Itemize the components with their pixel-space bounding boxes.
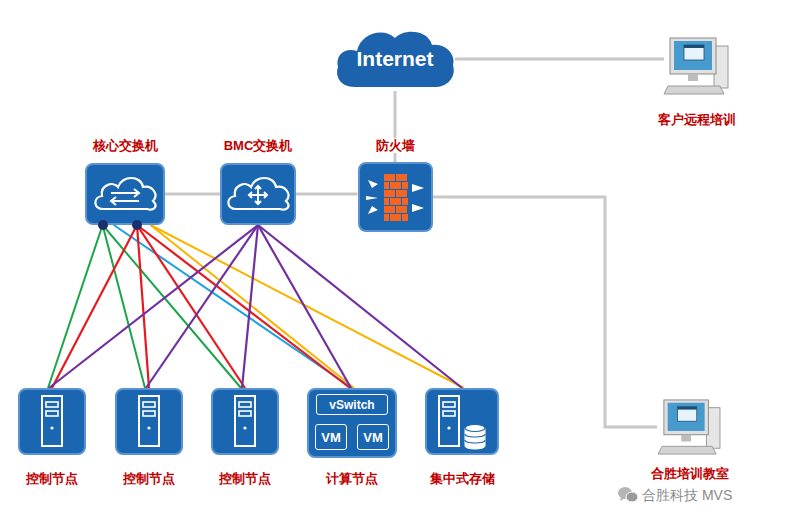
node-label: 控制节点 <box>24 471 80 486</box>
firewall: 防火墙 <box>358 136 433 232</box>
node-label: 集中式存储 <box>428 471 497 486</box>
node-text: Internet <box>356 47 433 71</box>
control-node: 控制节点 <box>211 388 279 487</box>
vm-box: VM <box>315 424 347 450</box>
node-label: 防火墙 <box>374 138 417 153</box>
training-pc: 合胜培训教室 <box>649 398 731 482</box>
control-node: 控制节点 <box>115 388 183 487</box>
core-switch: 核心交换机 <box>85 136 165 225</box>
network-link <box>165 193 220 196</box>
network-link <box>49 225 258 388</box>
network-link <box>242 225 258 388</box>
network-link <box>296 193 358 196</box>
training-pc-shape <box>664 36 730 96</box>
bmc-switch: BMC交换机 <box>220 136 296 225</box>
node-label: 客户远程培训 <box>656 112 738 127</box>
watermark: 合胜科技 MVS <box>640 486 734 504</box>
node-text: vSwitch <box>329 398 374 412</box>
control-node: 控制节点 <box>18 388 86 487</box>
internet-cloud-shape: Internet <box>335 27 455 91</box>
vswitch-box: vSwitch <box>316 394 388 415</box>
node-label: 核心交换机 <box>91 138 160 153</box>
network-link <box>258 225 462 388</box>
node-label: 计算节点 <box>324 471 380 486</box>
network-link <box>137 225 350 388</box>
node-label: 控制节点 <box>217 471 273 486</box>
network-link <box>151 225 464 388</box>
storage-node-shape <box>425 388 499 455</box>
network-link <box>146 225 258 388</box>
node-label: BMC交换机 <box>222 138 295 153</box>
control-node-shape <box>18 388 86 455</box>
network-link <box>151 225 354 388</box>
network-link <box>52 225 137 388</box>
node-text: VM <box>363 430 383 445</box>
compute-node: vSwitchVM VM 计算节点 <box>307 388 397 487</box>
node-text: VM <box>321 430 341 445</box>
training-pc: 客户远程培训 <box>656 36 738 128</box>
internet-cloud: Internet <box>335 27 455 91</box>
network-link <box>137 225 149 388</box>
node-label: 控制节点 <box>121 471 177 486</box>
vm-box: VM <box>357 424 389 450</box>
training-pc-shape <box>657 398 723 456</box>
storage-node: 集中式存储 <box>425 388 499 487</box>
network-link <box>258 225 351 388</box>
control-node-shape <box>115 388 183 455</box>
node-label: 合胜培训教室 <box>649 466 731 481</box>
core-switch-shape <box>85 163 165 225</box>
compute-node-shape: vSwitchVM VM <box>307 388 397 458</box>
bmc-switch-shape <box>220 163 296 225</box>
network-link <box>114 225 352 388</box>
firewall-shape <box>358 162 433 232</box>
network-link <box>455 58 664 61</box>
control-node-shape <box>211 388 279 455</box>
